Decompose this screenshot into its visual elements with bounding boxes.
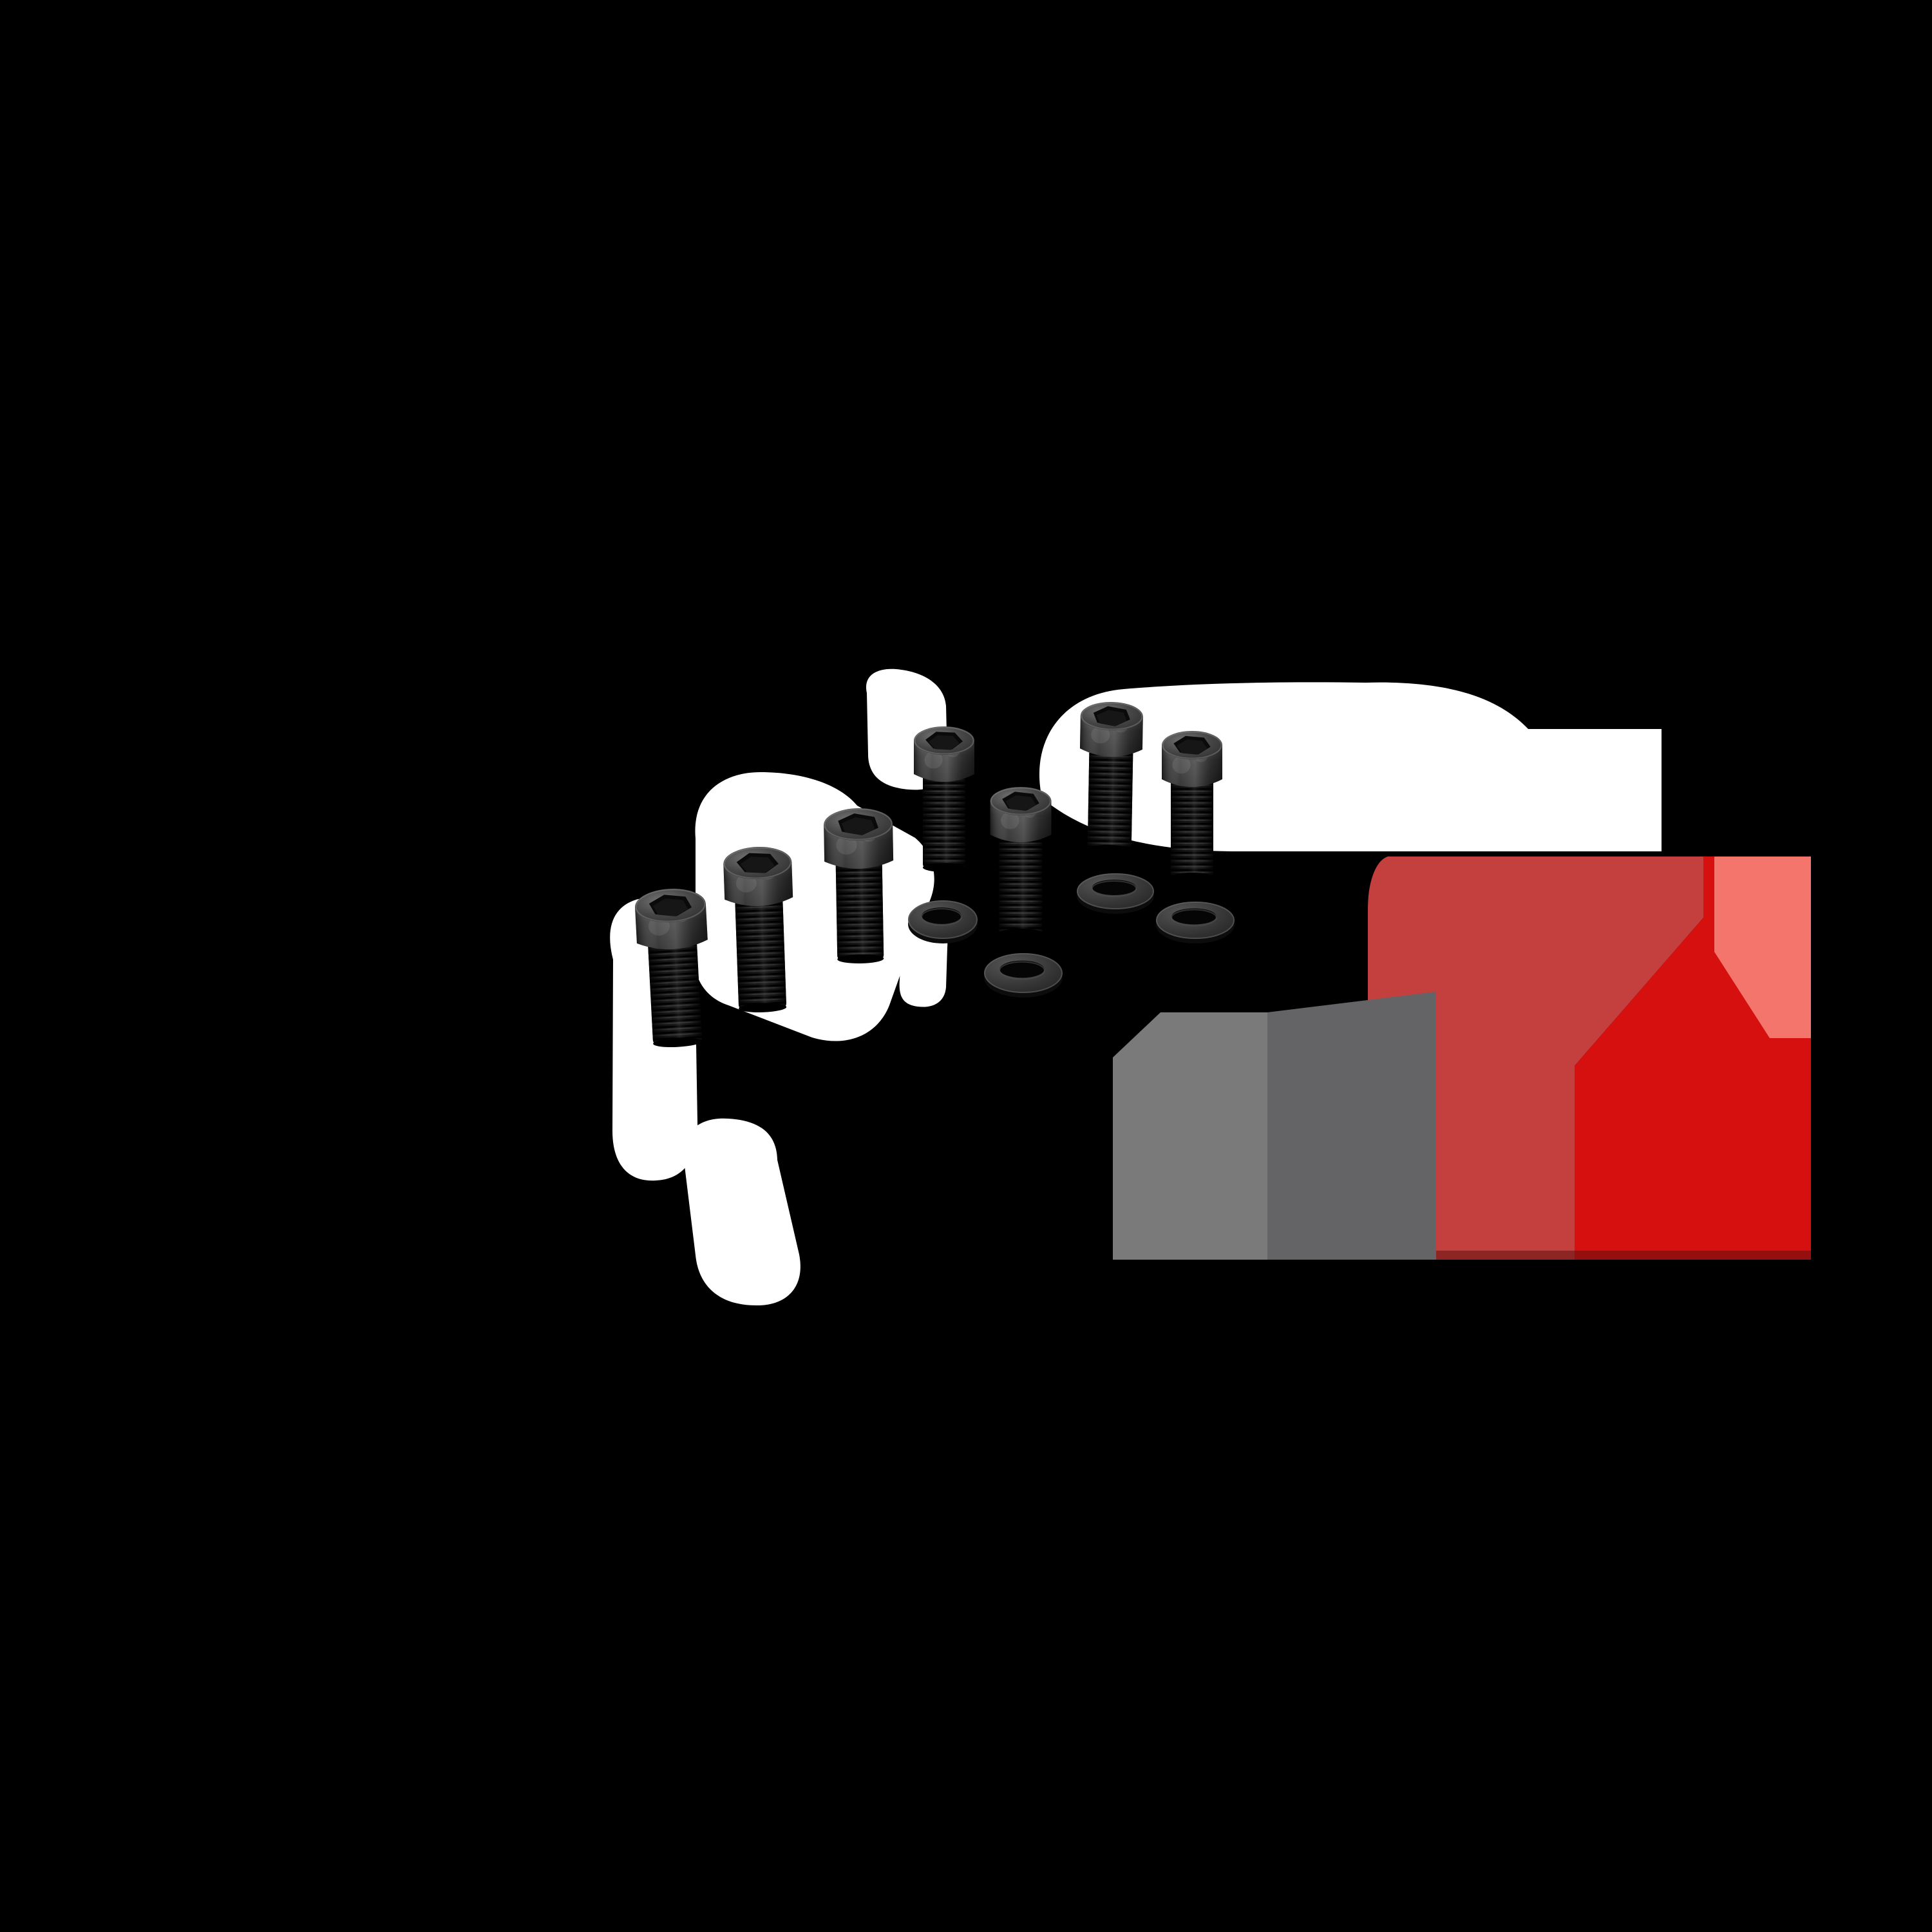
washer-hole (922, 907, 961, 924)
washer-hole (1092, 879, 1137, 896)
washer-2 (1077, 873, 1154, 914)
patch-left-lower-tail (683, 1118, 800, 1306)
bolt-2 (723, 846, 793, 1012)
bolt-1 (635, 888, 708, 1048)
bolt-4 (914, 726, 974, 872)
washers (908, 873, 1235, 998)
logo-red-salmon-shape (1714, 857, 1811, 1038)
washer-4 (984, 953, 1063, 998)
socket-head-screws (635, 701, 1222, 1048)
washer-hole (1171, 908, 1217, 925)
bolt-5 (990, 787, 1052, 938)
logo-gray-dark-block (1267, 992, 1436, 1260)
washer-3 (1156, 902, 1235, 943)
brand-logo-fragment (1113, 857, 1811, 1260)
bolt-6 (1079, 701, 1143, 854)
logo-gray-light-block (1113, 1012, 1267, 1260)
bolt-3 (824, 808, 894, 963)
washer-hole (999, 960, 1045, 978)
washer-1 (908, 900, 978, 943)
bolt-7 (1162, 731, 1222, 882)
logo-red-medium-shape (1368, 857, 1703, 1260)
logo-bottom-shadow (1368, 1251, 1811, 1260)
